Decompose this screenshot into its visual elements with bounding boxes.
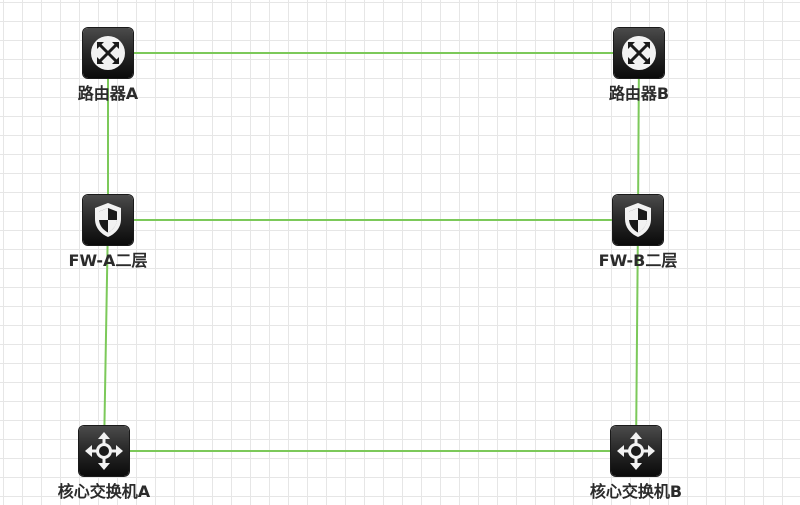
firewall-shield-icon: [83, 195, 133, 245]
node-router-a[interactable]: 路由器A: [78, 28, 138, 103]
node-fw-a[interactable]: FW-A二层: [69, 195, 147, 270]
node-label: 核心交换机B: [589, 482, 683, 501]
link-router-b-fw-b[interactable]: [637, 52, 640, 221]
link-fw-a-core-switch-a[interactable]: [103, 219, 109, 452]
firewall-shield-icon: [613, 195, 663, 245]
node-router-b[interactable]: 路由器B: [609, 28, 669, 103]
node-label: 核心交换机A: [57, 482, 151, 501]
node-fw-b[interactable]: FW-B二层: [599, 195, 677, 270]
core-switch-icon: [611, 426, 661, 476]
node-label: FW-A二层: [68, 251, 148, 270]
node-label: 路由器A: [77, 84, 139, 103]
router-icon: [614, 28, 664, 78]
node-core-switch-b[interactable]: 核心交换机B: [590, 426, 682, 501]
router-icon: [83, 28, 133, 78]
core-switch-icon: [79, 426, 129, 476]
node-core-switch-a[interactable]: 核心交换机A: [58, 426, 150, 501]
link-fw-b-core-switch-b[interactable]: [635, 219, 639, 452]
node-label: FW-B二层: [598, 251, 678, 270]
node-label: 路由器B: [608, 84, 670, 103]
